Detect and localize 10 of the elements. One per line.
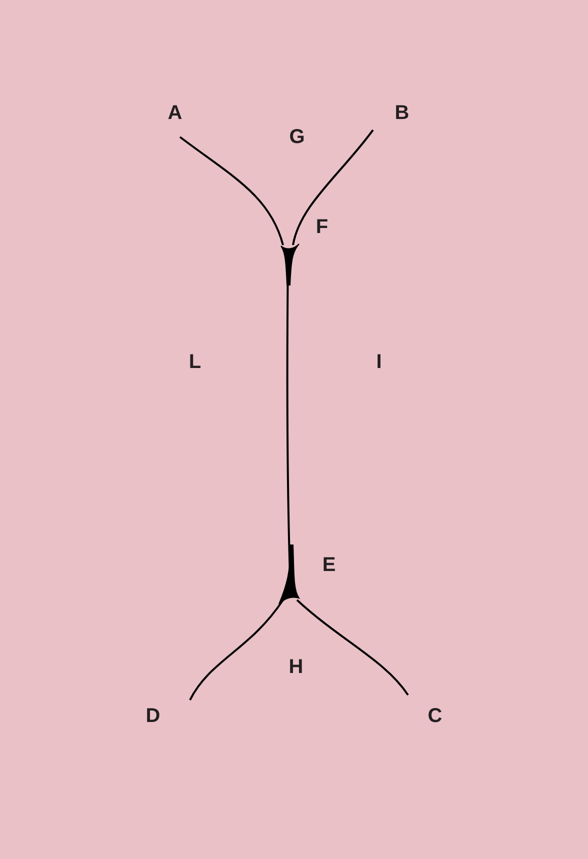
region-label: D	[146, 706, 160, 726]
region-label: F	[316, 217, 328, 237]
region-label: C	[428, 706, 442, 726]
region-label: I	[376, 352, 382, 372]
region-label: G	[289, 127, 305, 147]
region-label: E	[322, 555, 336, 575]
region-label: L	[188, 352, 202, 372]
region-label: B	[394, 103, 410, 123]
region-label: H	[288, 657, 304, 677]
region-label: A	[168, 103, 182, 123]
